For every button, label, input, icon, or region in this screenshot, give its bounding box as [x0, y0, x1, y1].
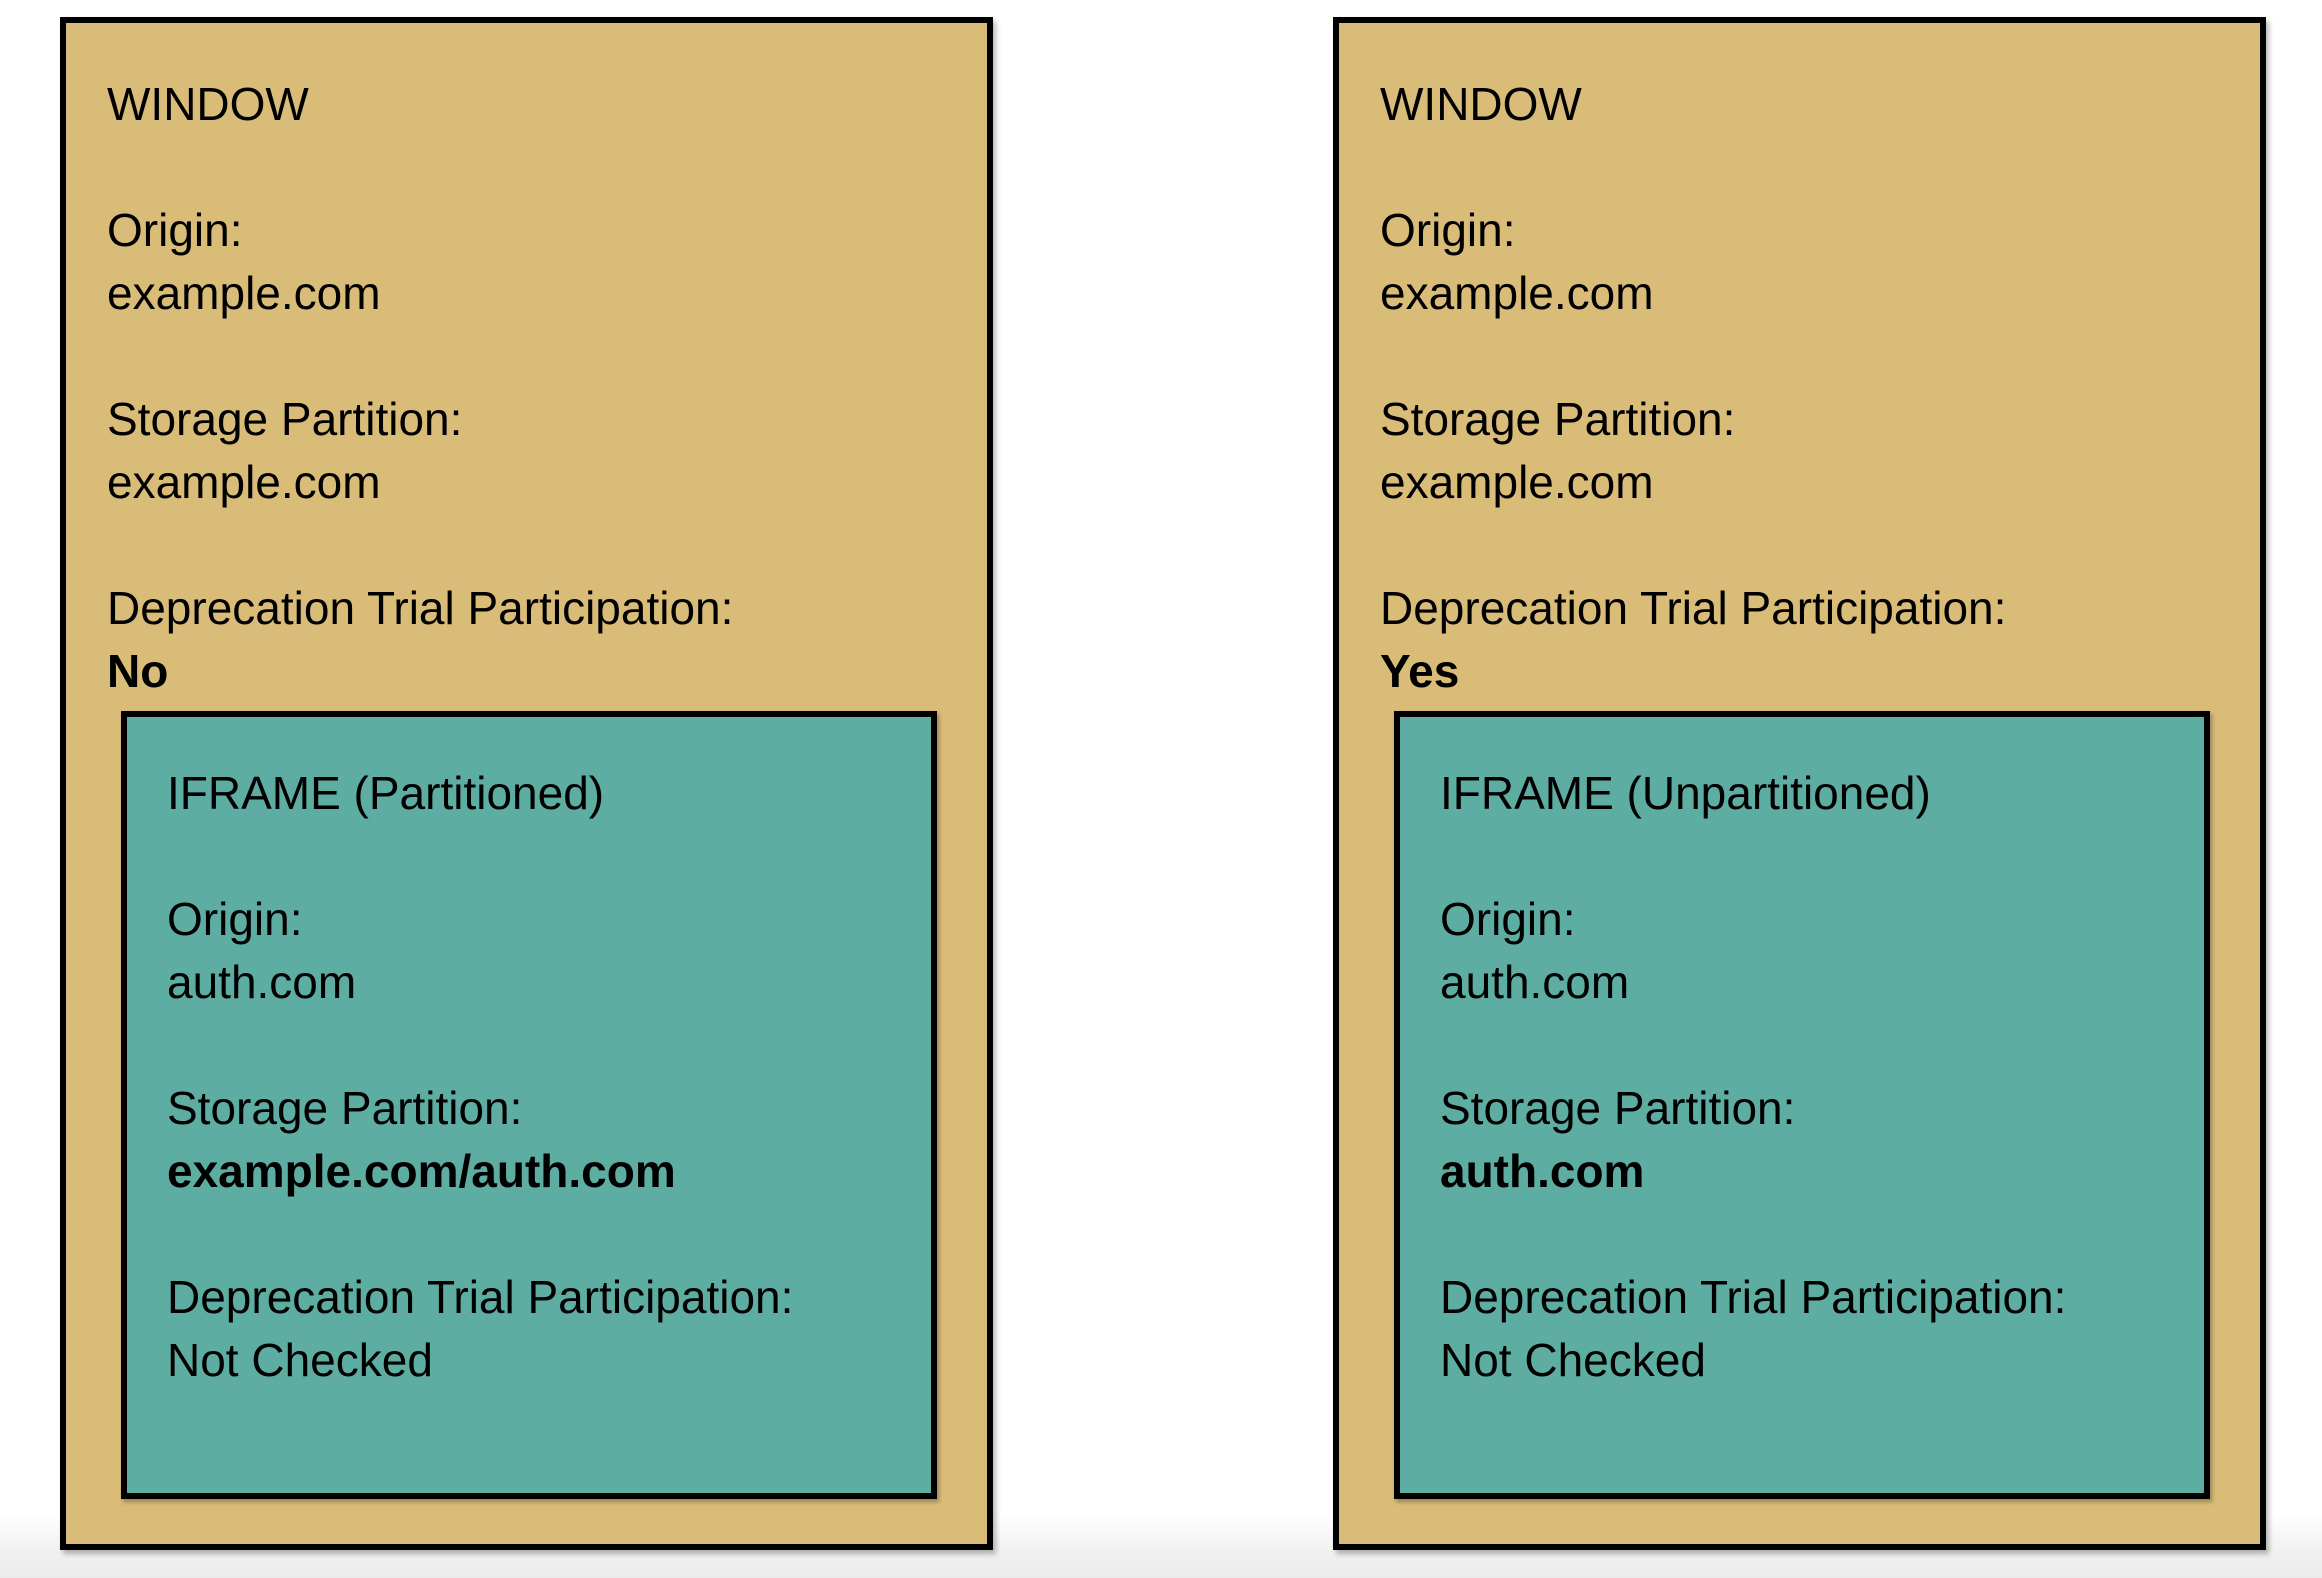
field-label: Origin: — [1440, 893, 1576, 945]
iframe-box-unpartitioned: IFRAME (Unpartitioned) Origin: auth.com … — [1394, 711, 2210, 1499]
field-value: example.com/auth.com — [167, 1145, 676, 1197]
iframe-title: IFRAME (Partitioned) — [167, 767, 605, 819]
field-storage-partition: Storage Partition: example.com/auth.com — [167, 1077, 911, 1203]
iframe-box-partitioned: IFRAME (Partitioned) Origin: auth.com St… — [121, 711, 937, 1499]
field-origin: Origin: example.com — [1380, 199, 2222, 325]
window-box-left: WINDOW Origin: example.com Storage Parti… — [60, 17, 993, 1550]
field-value: example.com — [1380, 267, 1654, 319]
field-label: Storage Partition: — [167, 1082, 523, 1134]
field-value: Not Checked — [167, 1334, 433, 1386]
field-value: auth.com — [167, 956, 357, 1008]
window-title: WINDOW — [107, 78, 309, 130]
field-deprecation-trial: Deprecation Trial Participation: Not Che… — [1440, 1266, 2184, 1392]
field-value: example.com — [1380, 456, 1654, 508]
window-title: WINDOW — [1380, 78, 1582, 130]
field-storage-partition: Storage Partition: example.com — [107, 388, 949, 514]
field-value: Yes — [1380, 645, 1460, 697]
field-value: auth.com — [1440, 1145, 1645, 1197]
field-label: Storage Partition: — [1380, 393, 1736, 445]
field-storage-partition: Storage Partition: example.com — [1380, 388, 2222, 514]
field-deprecation-trial: Deprecation Trial Participation: Not Che… — [167, 1266, 911, 1392]
field-label: Origin: — [107, 204, 243, 256]
iframe-title: IFRAME (Unpartitioned) — [1440, 767, 1931, 819]
field-label: Deprecation Trial Participation: — [1380, 582, 2007, 634]
field-value: auth.com — [1440, 956, 1630, 1008]
field-value: example.com — [107, 267, 381, 319]
field-value: No — [107, 645, 169, 697]
field-value: example.com — [107, 456, 381, 508]
field-label: Deprecation Trial Participation: — [167, 1271, 794, 1323]
field-label: Storage Partition: — [107, 393, 463, 445]
field-label: Origin: — [1380, 204, 1516, 256]
field-storage-partition: Storage Partition: auth.com — [1440, 1077, 2184, 1203]
field-label: Deprecation Trial Participation: — [1440, 1271, 2067, 1323]
field-value: Not Checked — [1440, 1334, 1706, 1386]
field-origin: Origin: auth.com — [1440, 888, 2184, 1014]
field-label: Storage Partition: — [1440, 1082, 1796, 1134]
field-deprecation-trial: Deprecation Trial Participation: No — [107, 577, 949, 703]
field-deprecation-trial: Deprecation Trial Participation: Yes — [1380, 577, 2222, 703]
field-label: Deprecation Trial Participation: — [107, 582, 734, 634]
field-origin: Origin: example.com — [107, 199, 949, 325]
window-box-right: WINDOW Origin: example.com Storage Parti… — [1333, 17, 2266, 1550]
field-origin: Origin: auth.com — [167, 888, 911, 1014]
field-label: Origin: — [167, 893, 303, 945]
